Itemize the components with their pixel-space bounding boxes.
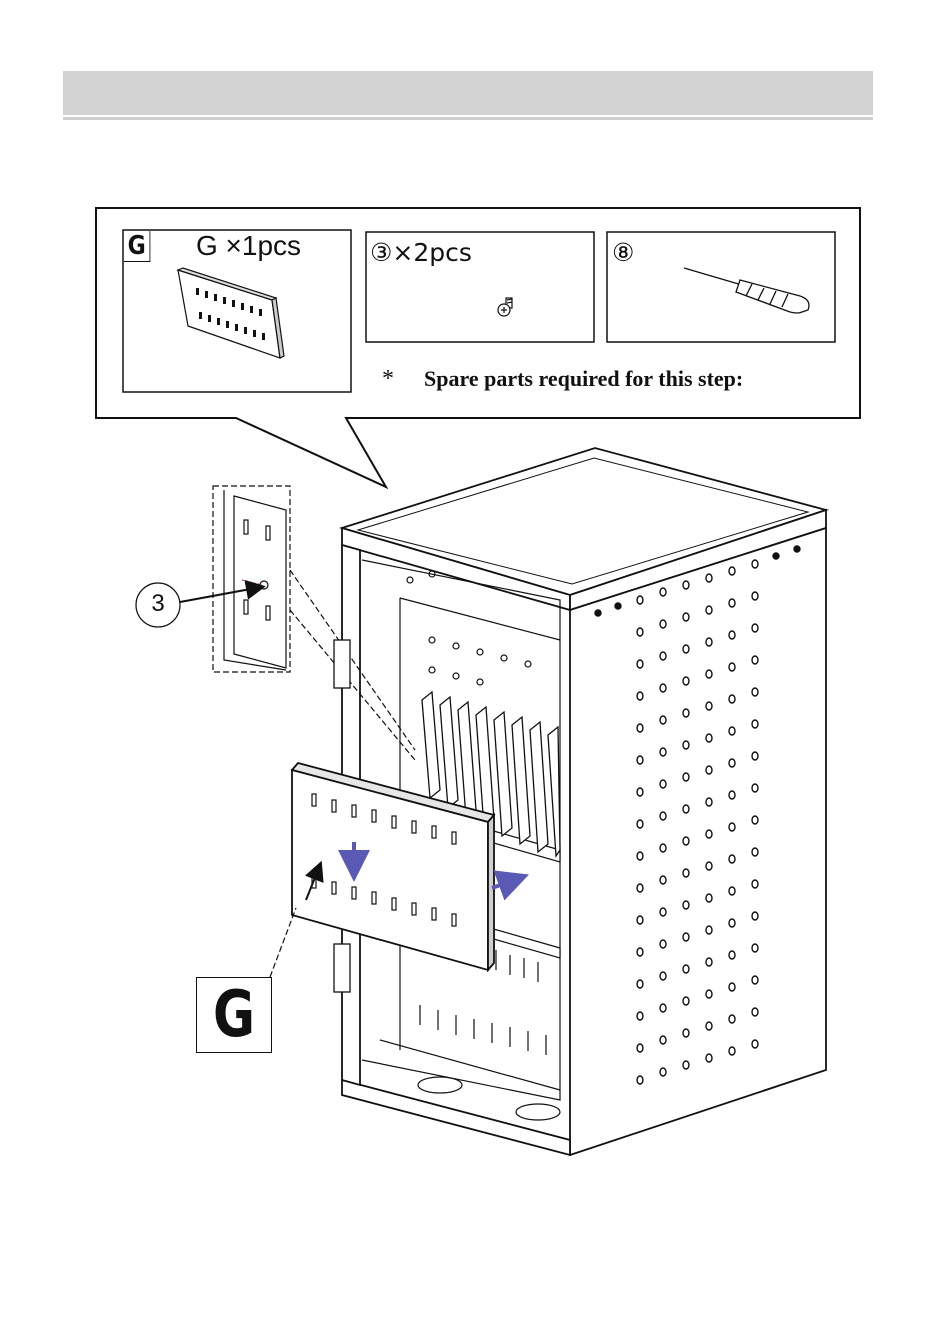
spare-parts-note: * Spare parts required for this step: xyxy=(382,366,743,393)
hinge-lower xyxy=(334,944,350,992)
screw-quantity: ③×2pcs xyxy=(370,238,472,267)
part-g-quantity: G ×1pcs xyxy=(196,230,301,262)
spare-note-marker: * xyxy=(382,366,394,392)
part-g-badge: G xyxy=(124,231,150,262)
part-g-label-box: G xyxy=(196,977,272,1053)
part-g-label: G xyxy=(204,982,263,1048)
arrow-right-icon xyxy=(492,880,514,888)
detail-callout-number: 3 xyxy=(143,590,173,618)
spare-note-text: Spare parts required for this step: xyxy=(424,366,743,391)
hinge-upper xyxy=(334,640,350,688)
tool-number: ⑧ xyxy=(612,238,634,267)
